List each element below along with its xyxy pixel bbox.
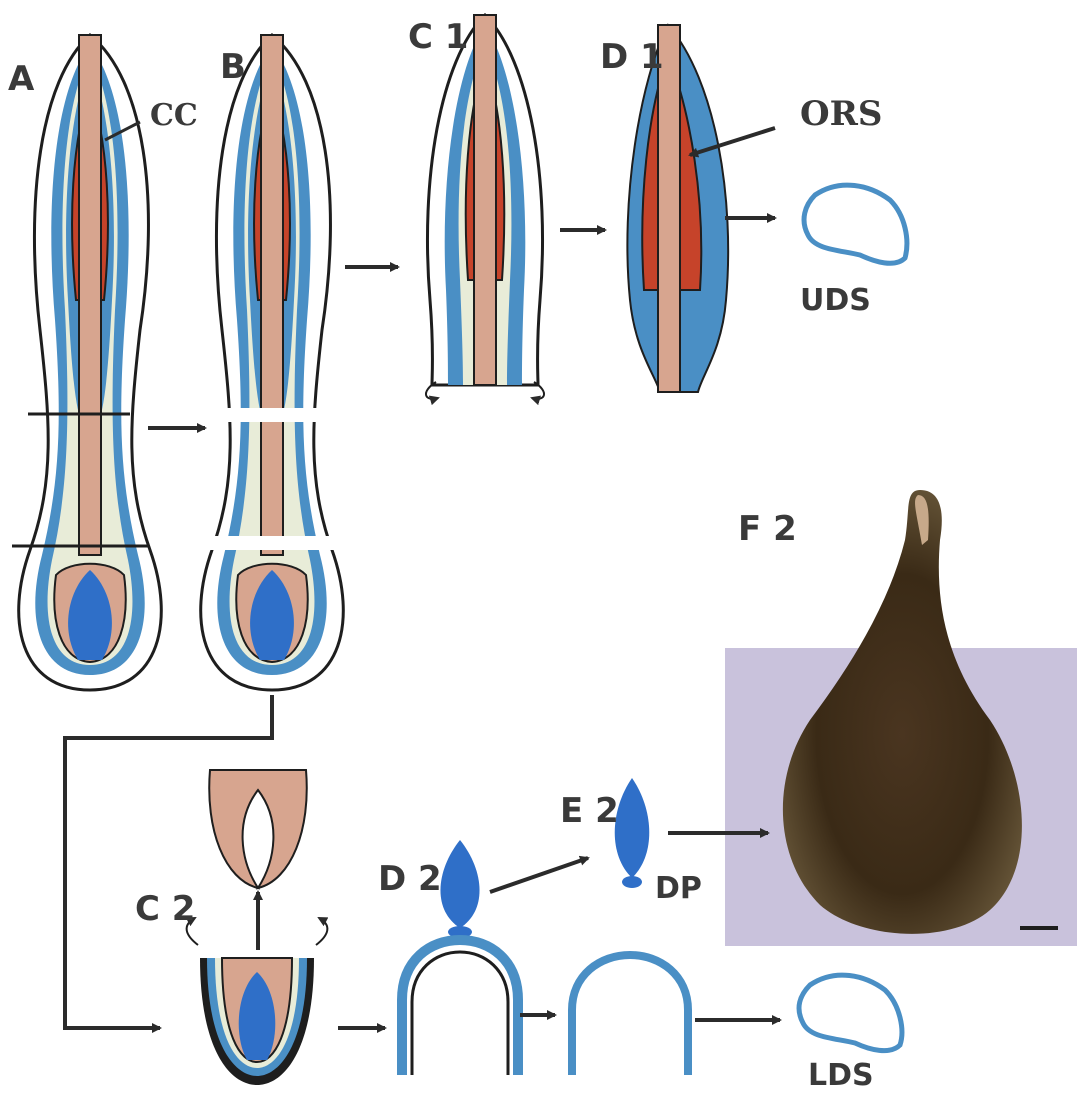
label-dp: DP: [655, 871, 702, 906]
sheath-arch: [572, 955, 688, 1075]
label-lds: LDS: [808, 1058, 874, 1093]
label-d1: D 1: [600, 37, 664, 77]
label-c1: C 1: [408, 17, 468, 57]
label-d2: D 2: [378, 859, 442, 899]
label-cc: CC: [150, 98, 198, 133]
uds-ring: [804, 185, 907, 263]
label-c2: C 2: [135, 889, 195, 929]
label-uds: UDS: [800, 283, 871, 318]
label-f2: F 2: [738, 509, 797, 549]
follicle-d1: [627, 25, 728, 392]
f2-photograph: [725, 490, 1077, 946]
follicle-c1: [426, 15, 544, 399]
lds-ring: [799, 975, 902, 1051]
label-e2: E 2: [560, 791, 619, 831]
bulb-upper-part: [209, 770, 307, 888]
label-ors: ORS: [800, 94, 882, 134]
label-b: B: [220, 47, 246, 87]
follicle-a: [12, 35, 161, 690]
label-a: A: [8, 59, 35, 99]
follicle-b: [200, 35, 350, 690]
bulb-e2: [615, 778, 650, 888]
